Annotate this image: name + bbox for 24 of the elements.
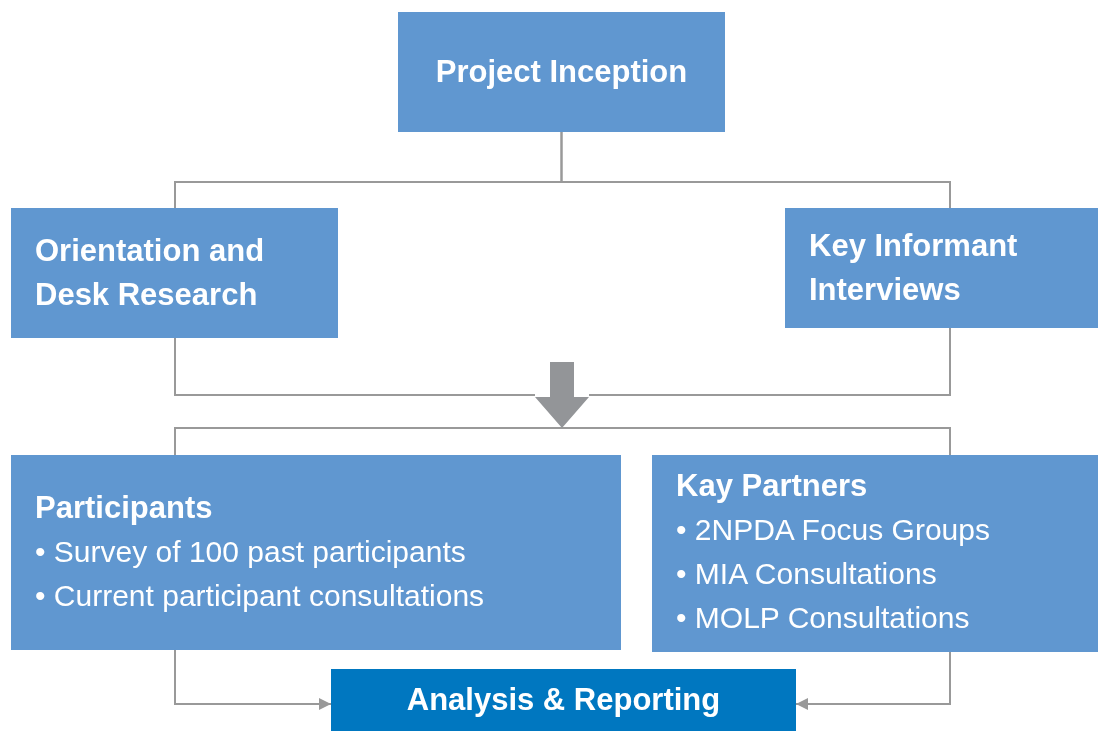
process-box xyxy=(11,208,338,338)
group-box xyxy=(11,455,621,650)
box-heading: Kay Partners xyxy=(676,466,869,505)
connector-line xyxy=(174,427,563,456)
process-box xyxy=(398,12,725,132)
bullet-item: • Current participant consultations xyxy=(35,577,486,614)
connector-line xyxy=(560,131,951,209)
box-heading: Participants xyxy=(35,488,214,527)
group-box xyxy=(652,455,1098,652)
arrow xyxy=(174,649,332,710)
bullet-item: • 2NPDA Focus Groups xyxy=(676,511,991,548)
connector-line xyxy=(561,427,951,456)
box-label: Project Inception xyxy=(434,53,689,91)
process-box xyxy=(331,669,796,731)
box-label: Orientation and Desk Research xyxy=(35,232,266,314)
box-label: Key Informant Interviews xyxy=(809,227,1019,309)
bullet-item: • MOLP Consultations xyxy=(676,599,971,636)
bullet-item: • Survey of 100 past participants xyxy=(35,533,467,570)
connector-line xyxy=(174,337,536,396)
bullet-item: • MIA Consultations xyxy=(676,555,938,592)
process-box xyxy=(785,208,1098,328)
box-label: Analysis & Reporting xyxy=(405,681,722,719)
connector-line xyxy=(588,327,951,396)
arrow xyxy=(795,651,951,710)
